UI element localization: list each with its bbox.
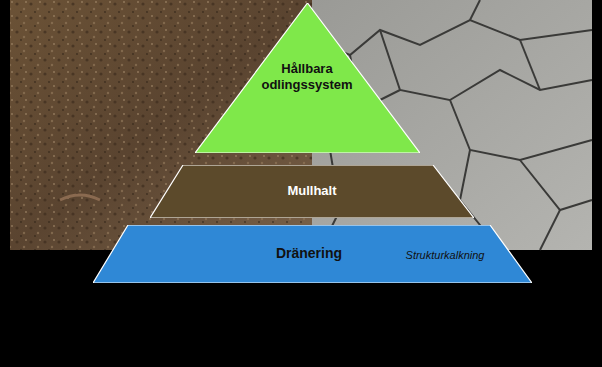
pyramid-band: Mullhalt bbox=[150, 165, 474, 218]
pyramid-apex: Hållbara odlingssystem bbox=[195, 3, 420, 153]
pyramid-band: Dränering Strukturkalkning bbox=[93, 225, 532, 283]
band-label: Hållbara odlingssystem bbox=[254, 61, 360, 94]
band-note: Strukturkalkning bbox=[395, 249, 495, 263]
band-label: Mullhalt bbox=[252, 183, 372, 199]
band-label: Dränering bbox=[254, 245, 364, 263]
band-fill bbox=[195, 3, 420, 153]
band-fill bbox=[150, 165, 474, 218]
band-fill bbox=[93, 225, 532, 283]
